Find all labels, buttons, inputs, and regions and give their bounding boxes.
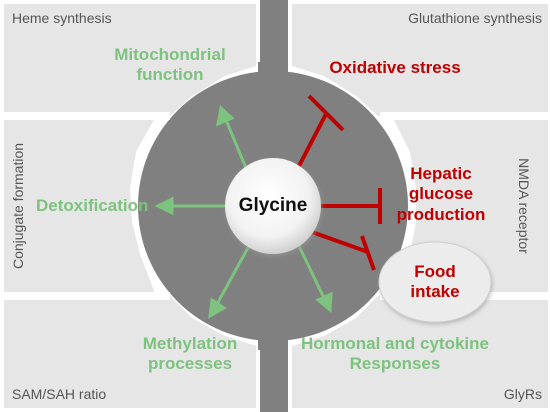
sector-label-sam-sah: SAM/SAH ratio — [12, 386, 107, 402]
glycine-label: Glycine — [238, 195, 308, 216]
effect-detoxification: Detoxification — [36, 196, 149, 215]
arrow-methylation-head — [208, 297, 227, 319]
effect-hormonal: Hormonal and cytokine Responses — [292, 334, 498, 375]
effect-hepatic-line3: production — [396, 204, 486, 224]
inhibit-oxidative — [296, 113, 328, 169]
sector-label-glutathione: Glutathione synthesis — [408, 10, 542, 26]
glycine-node — [225, 158, 321, 254]
food-intake-bubble — [378, 241, 492, 323]
panel-left — [4, 116, 156, 296]
effect-food-line1: Food — [414, 262, 456, 281]
effect-hepatic-line2: glucose — [408, 184, 474, 204]
arrow-mitochondrial — [224, 119, 248, 169]
effect-hepatic-glucose: Hepatic glucose production — [386, 164, 496, 225]
effect-hepatic-line1: Hepatic — [410, 164, 472, 183]
arrow-hormonal — [296, 243, 326, 299]
effect-methylation-line2: processes — [147, 354, 233, 374]
panel-top-right — [292, 4, 548, 116]
effect-hormonal-line1: Hormonal and cytokine — [301, 334, 489, 353]
inhibit-lines — [296, 94, 382, 271]
sector-label-conjugate: Conjugate formation — [10, 142, 27, 270]
panel-bottom-right — [292, 296, 548, 408]
promote-arrows — [154, 105, 333, 319]
panel-top-left — [4, 4, 256, 116]
arrow-detox-head — [154, 196, 174, 216]
effect-food-line2: intake — [410, 282, 460, 302]
inhibit-food-bar — [360, 235, 376, 271]
inhibit-oxidative-bar — [307, 94, 345, 132]
panel-bottom-left — [4, 296, 256, 408]
sector-label-glyrs: GlyRs — [503, 386, 542, 402]
arrow-hormonal-head — [315, 291, 333, 314]
inhibit-food — [311, 230, 369, 254]
effect-mitochondrial-line1: Mitochondrial — [114, 45, 226, 64]
sector-label-heme: Heme synthesis — [12, 10, 112, 26]
arrow-methylation — [214, 243, 252, 307]
arrow-mitochondrial-head — [216, 105, 235, 127]
effect-methylation: Methylation processes — [120, 334, 260, 375]
panels — [4, 4, 548, 408]
effect-hormonal-line2: Responses — [349, 354, 441, 374]
effect-food-intake: Food intake — [395, 262, 475, 303]
effect-mitochondrial: Mitochondrial function — [80, 45, 260, 86]
effect-mitochondrial-line2: function — [136, 65, 204, 85]
effect-oxidative-stress: Oxidative stress — [329, 58, 461, 77]
sector-label-nmda: NMDA receptor — [515, 158, 532, 254]
effect-methylation-line1: Methylation — [142, 334, 238, 353]
